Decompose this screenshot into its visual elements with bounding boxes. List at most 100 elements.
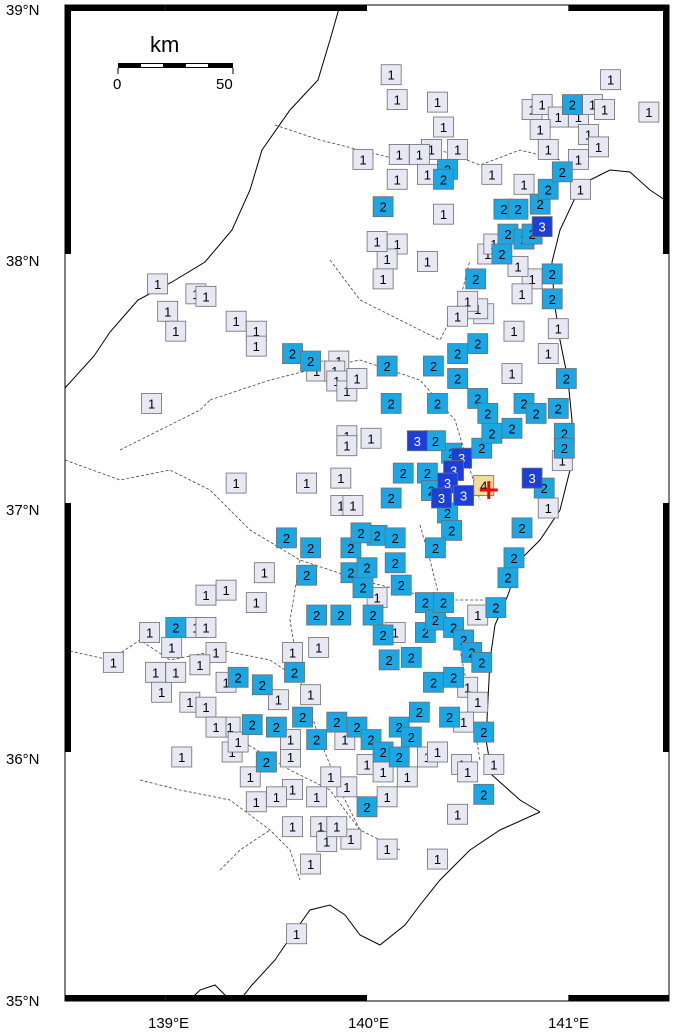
station-label: 1 <box>424 167 431 182</box>
station-label: 1 <box>394 237 401 252</box>
station-box <box>356 796 378 818</box>
station-label: 2 <box>520 396 527 411</box>
station-label: 1 <box>384 842 391 857</box>
station-intensity-1: 1 <box>366 231 388 252</box>
station-label: 1 <box>261 566 268 581</box>
station-label: 2 <box>454 372 461 387</box>
station-intensity-2: 2 <box>326 711 348 733</box>
station-intensity-1: 1 <box>215 579 237 601</box>
station-label: 1 <box>307 857 314 872</box>
station-intensity-3: 3 <box>431 487 452 509</box>
station-intensity-2: 2 <box>227 666 249 688</box>
station-box <box>255 751 277 773</box>
station-intensity-1: 1 <box>205 716 227 738</box>
station-box <box>467 333 489 355</box>
station-box <box>139 622 160 643</box>
station-intensity-1: 1 <box>151 681 173 703</box>
station-label: 2 <box>545 182 552 197</box>
station-box <box>205 642 227 663</box>
coastline-japan-sea <box>64 4 341 389</box>
station-intensity-1: 1 <box>427 741 448 763</box>
station-box <box>241 714 263 736</box>
station-label: 1 <box>293 927 300 942</box>
station-label: 1 <box>353 372 360 387</box>
station-box <box>503 320 525 342</box>
station-box <box>447 803 469 825</box>
station-label: 2 <box>508 421 515 436</box>
station-label: 2 <box>448 523 455 538</box>
station-intensity-2: 2 <box>541 263 563 285</box>
station-label: 1 <box>464 680 471 695</box>
station-box <box>511 517 533 539</box>
station-box <box>346 368 368 389</box>
station-label: 1 <box>313 364 320 379</box>
station-intensity-3: 3 <box>406 430 428 452</box>
station-label: 1 <box>575 152 582 167</box>
station-intensity-2: 2 <box>380 392 402 414</box>
station-intensity-2: 2 <box>555 368 577 389</box>
station-box <box>380 392 402 414</box>
station-intensity-1: 1 <box>286 923 307 945</box>
station-box <box>555 368 577 389</box>
station-label: 2 <box>454 347 461 362</box>
station-box <box>384 552 406 574</box>
station-intensity-2: 2 <box>561 94 583 115</box>
station-intensity-1: 1 <box>457 761 479 783</box>
station-box <box>380 487 402 509</box>
station-label: 1 <box>555 110 562 125</box>
station-label: 2 <box>359 581 366 596</box>
station-box <box>195 617 217 638</box>
station-intensity-1: 1 <box>308 637 330 658</box>
station-intensity-2: 2 <box>473 721 495 743</box>
station-box <box>195 285 217 307</box>
station-intensity-1: 1 <box>427 848 448 870</box>
station-label: 1 <box>228 745 235 760</box>
station-label: 1 <box>327 770 334 785</box>
station-box <box>350 522 372 544</box>
station-box <box>431 487 452 509</box>
station-label: 2 <box>379 745 386 760</box>
station-label: 2 <box>563 372 570 387</box>
station-intensity-1: 1 <box>386 168 408 190</box>
station-label: 1 <box>253 596 260 611</box>
station-intensity-1: 1 <box>280 746 301 768</box>
station-label: 1 <box>555 322 562 337</box>
lat-label-39: 39°N <box>6 2 40 19</box>
station-label: 2 <box>396 750 403 765</box>
station-label: 2 <box>533 406 540 421</box>
station-box <box>568 148 589 170</box>
station-label: 1 <box>172 324 179 339</box>
station-label: 2 <box>549 267 556 282</box>
station-box <box>638 101 660 123</box>
station-label: 1 <box>474 695 481 710</box>
station-intensity-2: 2 <box>296 564 318 586</box>
station-box <box>427 741 448 763</box>
station-intensity-1: 1 <box>408 143 430 165</box>
station-box <box>300 684 322 706</box>
station-intensity-2: 2 <box>400 646 422 668</box>
station-box <box>588 136 609 158</box>
station-label: 1 <box>404 770 411 785</box>
station-intensity-1: 1 <box>388 143 410 165</box>
station-intensity-1: 1 <box>380 64 402 86</box>
station-box <box>386 89 408 111</box>
station-box <box>225 472 247 494</box>
station-intensity-1: 1 <box>147 273 169 295</box>
station-box <box>521 467 543 489</box>
station-intensity-2: 2 <box>376 355 398 377</box>
station-label: 2 <box>422 625 429 640</box>
station-intensity-2: 2 <box>356 557 378 579</box>
station-box <box>282 816 303 838</box>
station-box <box>473 783 495 805</box>
station-label: 1 <box>379 272 386 287</box>
station-intensity-1: 1 <box>594 99 615 120</box>
station-label: 1 <box>460 715 467 730</box>
station-box <box>195 584 217 606</box>
station-label: 2 <box>478 655 485 670</box>
station-label: 2 <box>408 650 415 665</box>
station-label: 1 <box>520 177 527 192</box>
station-intensity-2: 2 <box>485 597 507 618</box>
station-label: 1 <box>577 182 584 197</box>
station-intensity-2: 2 <box>372 196 394 218</box>
station-intensity-1: 1 <box>386 89 408 111</box>
